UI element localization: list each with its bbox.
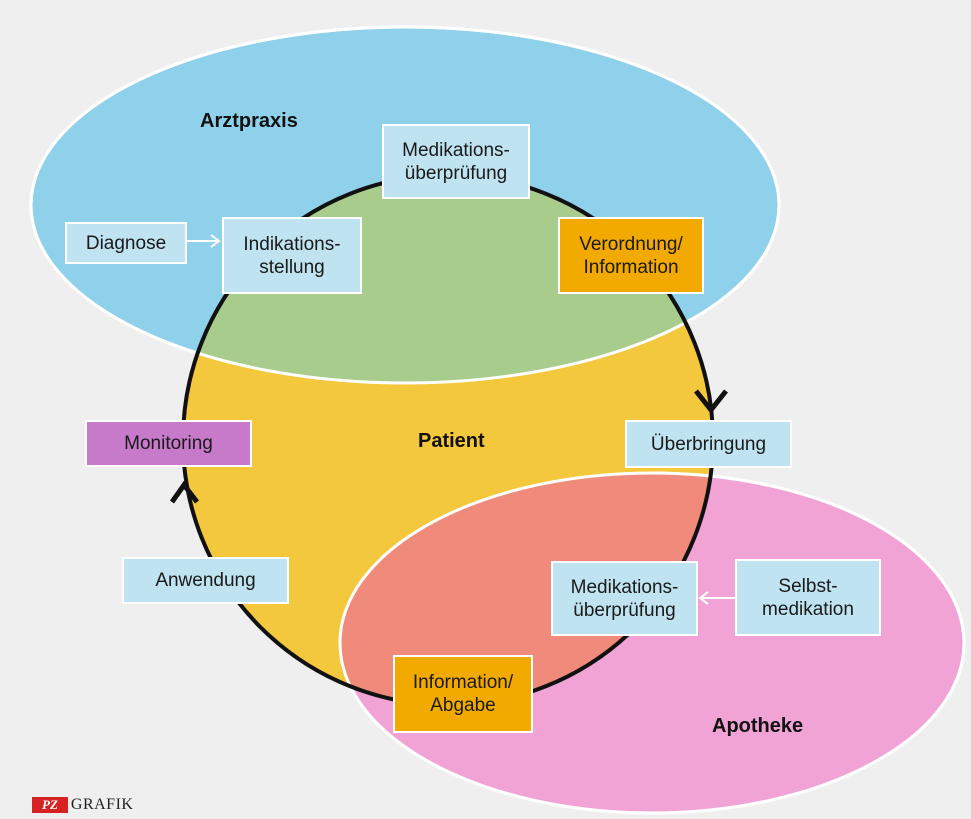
anwendung-box: Anwendung — [122, 557, 289, 604]
arztpraxis-outline — [29, 25, 781, 385]
ueberbringung-box: Überbringung — [625, 420, 792, 468]
selbstmedikation-box: Selbst- medikation — [735, 559, 881, 636]
medikationsueberpruefung-apotheke-box: Medikations- überprüfung — [551, 561, 698, 636]
medikationsueberpruefung-arzt-box: Medikations- überprüfung — [382, 124, 530, 199]
indikationsstellung-box: Indikations- stellung — [222, 217, 362, 294]
cycle-arrowhead-right — [694, 389, 728, 415]
verordnung-information-box: Verordnung/ Information — [558, 217, 704, 294]
arrow-selbstmedikation-to-pruefung — [698, 591, 735, 605]
pz-logo-mark: PZ — [32, 797, 68, 813]
monitoring-box: Monitoring — [85, 420, 252, 467]
patient-label: Patient — [418, 430, 485, 452]
diagnose-box: Diagnose — [65, 222, 187, 264]
apotheke-label: Apotheke — [712, 715, 804, 737]
pz-grafik-logo: PZ GRAFIK — [32, 796, 133, 814]
grafik-label: GRAFIK — [70, 796, 134, 813]
arztpraxis-label: Arztpraxis — [200, 110, 298, 132]
apotheke-outline — [338, 471, 966, 815]
information-abgabe-box: Information/ Abgabe — [393, 655, 533, 733]
arrow-diagnose-to-indikation — [187, 234, 221, 248]
cycle-arrowhead-left — [169, 480, 199, 504]
